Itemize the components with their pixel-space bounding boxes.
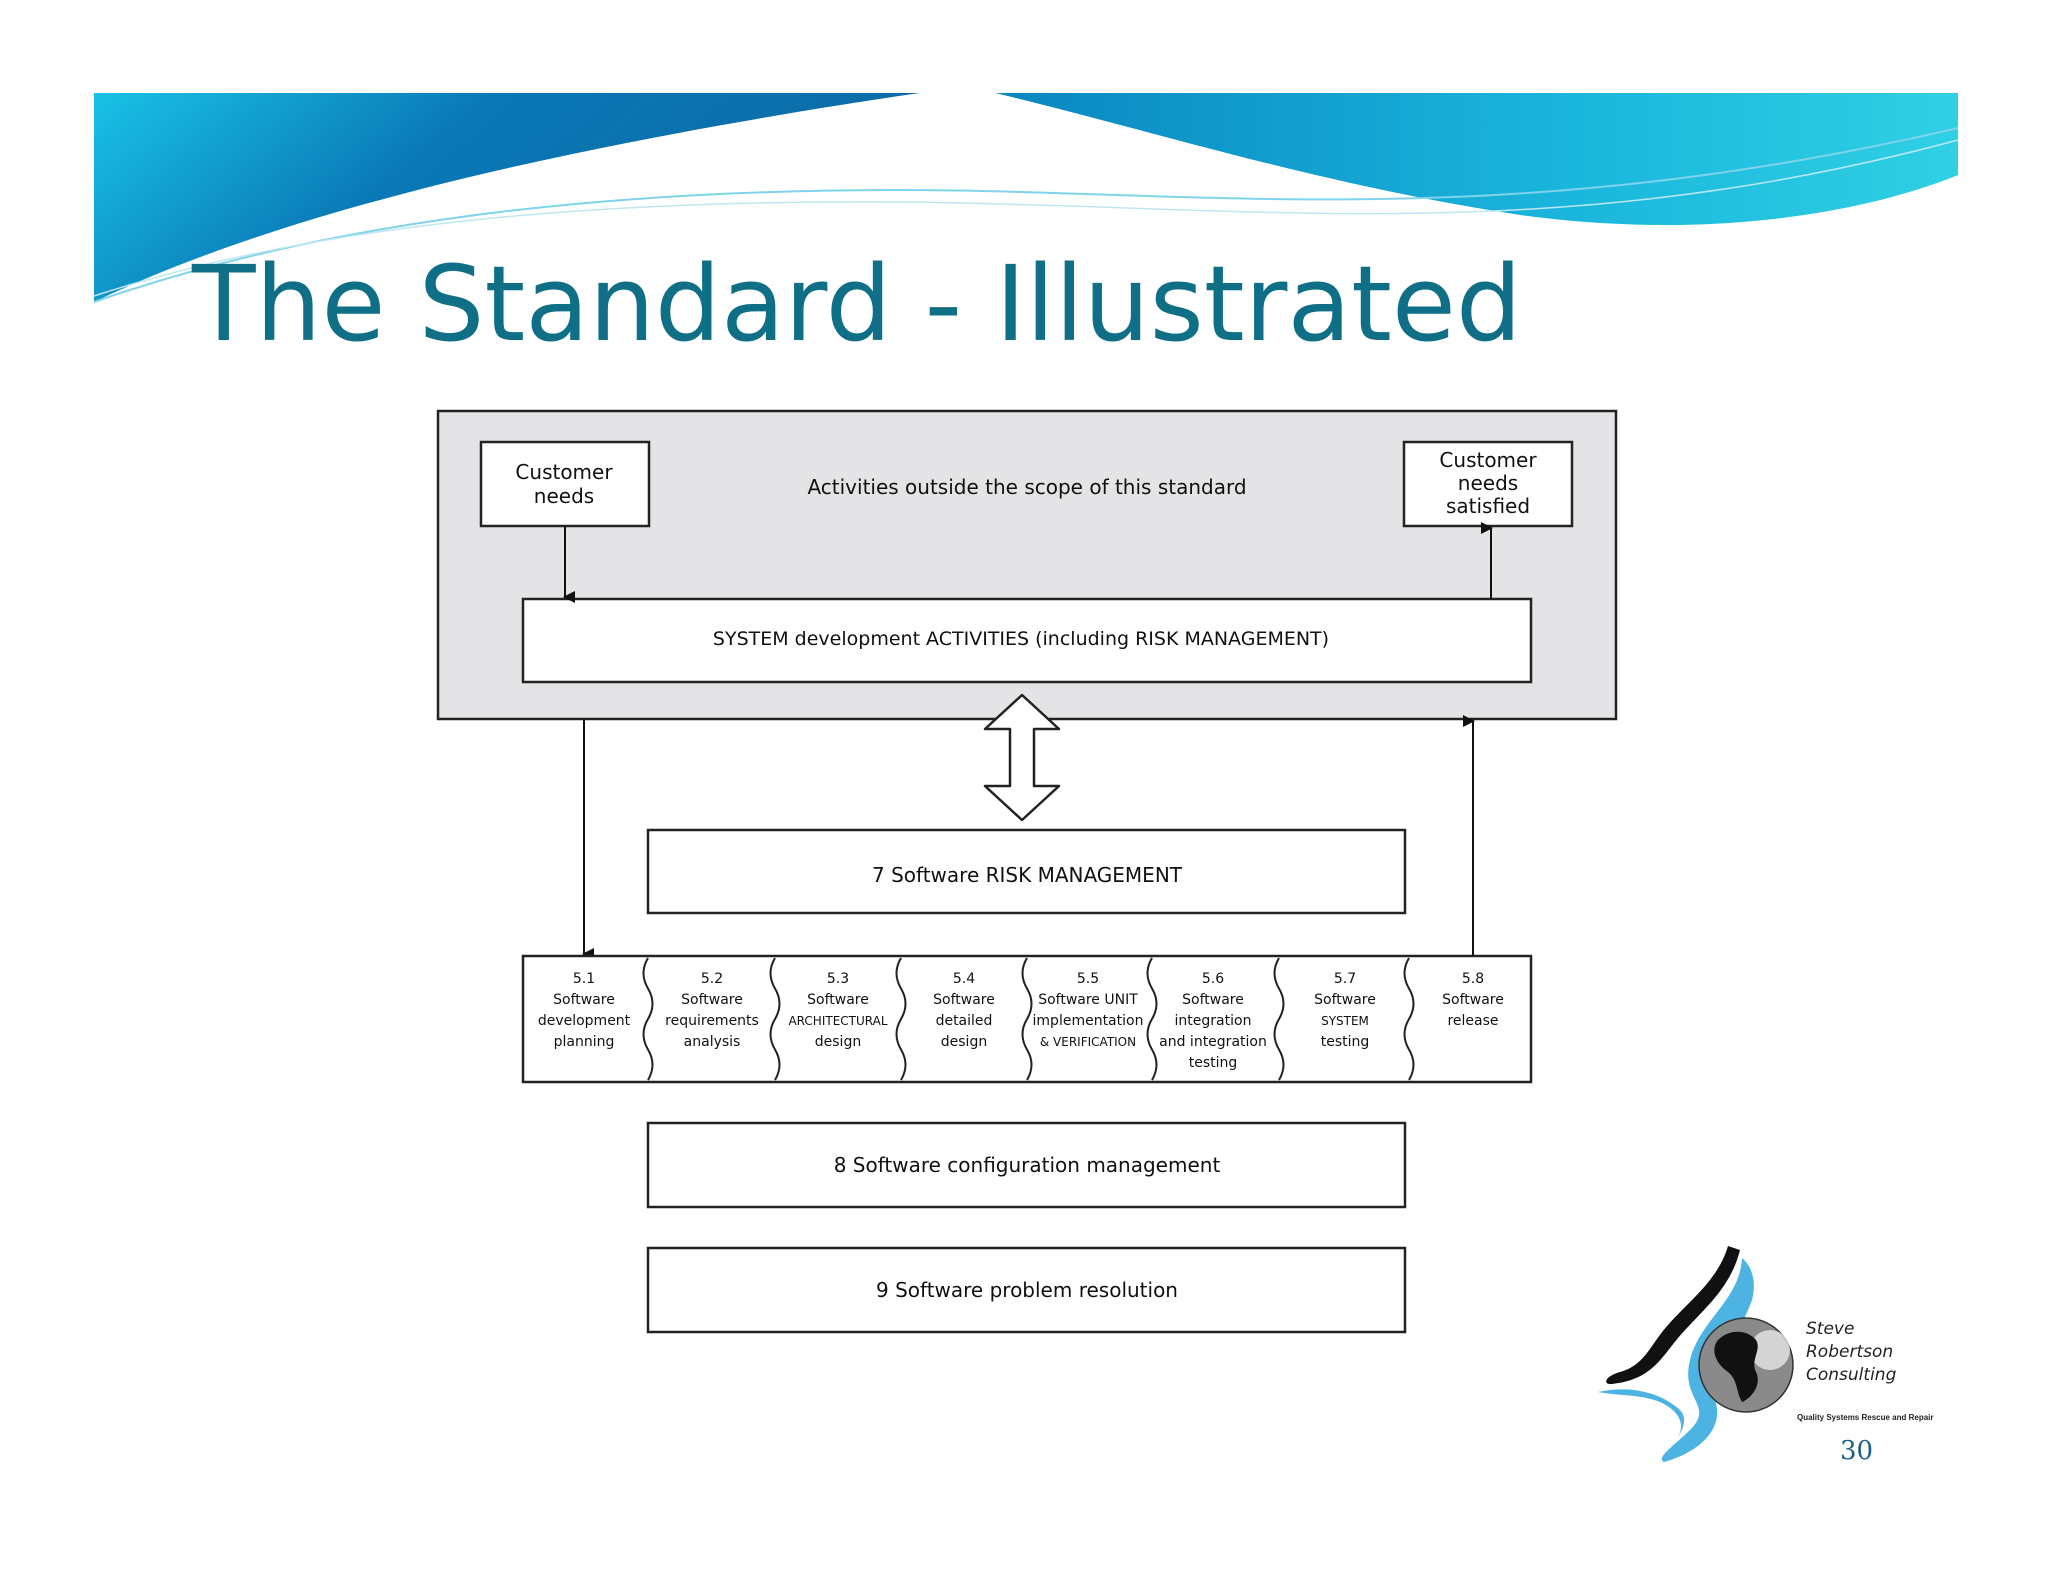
customer-satisfied-line-3: satisfied (1446, 494, 1530, 518)
process-label-5.5: & VERIFICATION (1040, 1035, 1136, 1049)
process-label-5.6: integration (1175, 1013, 1252, 1029)
process-label-5.3: Software (807, 992, 869, 1008)
process-id-5.3: 5.3 (827, 971, 849, 987)
process-divider (642, 957, 654, 1081)
globe-continents (1714, 1331, 1758, 1402)
process-label-5.5: Software UNIT (1038, 992, 1138, 1008)
process-divider (1146, 957, 1158, 1081)
process-divider (895, 957, 907, 1081)
process-label-5.8: Software (1442, 992, 1504, 1008)
process-id-5.5: 5.5 (1077, 971, 1099, 987)
bidirectional-arrow-icon (983, 693, 1061, 822)
logo-line-steve: Steve (1806, 1319, 1855, 1339)
process-label-5.6: and integration (1159, 1034, 1267, 1050)
process-divider (1021, 957, 1033, 1081)
problem-resolution-label: 9 Software problem resolution (876, 1278, 1178, 1302)
process-label-5.7: testing (1321, 1034, 1370, 1050)
process-label-5.2: requirements (665, 1013, 759, 1029)
process-id-5.2: 5.2 (701, 971, 723, 987)
config-management-box (646, 1121, 1407, 1209)
process-label-5.7: Software (1314, 992, 1376, 1008)
process-divider (1403, 957, 1415, 1081)
slide-title: The Standard - Illustrated (192, 243, 1522, 365)
logo-blue-wave (1598, 1389, 1685, 1448)
process-divider (769, 957, 781, 1081)
header-wave-banner (93, 93, 1959, 303)
process-label-5.2: analysis (684, 1034, 741, 1050)
system-development-label: SYSTEM development ACTIVITIES (including… (713, 628, 1329, 650)
globe-highlight (1750, 1330, 1790, 1370)
process-id-5.8: 5.8 (1462, 971, 1484, 987)
customer-needs-line-2: needs (534, 484, 594, 508)
process-label-5.2: Software (681, 992, 743, 1008)
process-label-5.6: testing (1189, 1055, 1238, 1071)
problem-resolution-box (646, 1246, 1407, 1334)
process-id-5.1: 5.1 (573, 971, 595, 987)
process-label-5.7: SYSTEM (1321, 1014, 1369, 1028)
company-logo (1598, 1246, 1794, 1462)
process-label-5.1: development (538, 1013, 631, 1029)
process-label-5.1: Software (553, 992, 615, 1008)
logo-tagline: Quality Systems Rescue and Repair (1797, 1413, 1934, 1422)
system-development-box (521, 597, 1533, 684)
process-dividers (642, 957, 1415, 1081)
process-divider (1273, 957, 1285, 1081)
risk-management-box (646, 828, 1407, 915)
process-id-5.4: 5.4 (953, 971, 975, 987)
process-label-5.4: Software (933, 992, 995, 1008)
logo-black-swoosh (1606, 1246, 1740, 1385)
process-id-5.7: 5.7 (1334, 971, 1356, 987)
customer-satisfied-line-1: Customer (1439, 448, 1537, 472)
customer-needs-line-1: Customer (515, 460, 613, 484)
outside-scope-label: Activities outside the scope of this sta… (807, 475, 1246, 499)
process-label-5.3: ARCHITECTURAL (788, 1014, 887, 1028)
process-label-5.4: design (941, 1034, 987, 1050)
process-id-5.6: 5.6 (1202, 971, 1224, 987)
config-management-label: 8 Software configuration management (834, 1153, 1221, 1177)
process-label-5.8: release (1447, 1013, 1498, 1029)
logo-line-robertson: Robertson (1806, 1342, 1894, 1362)
process-label-5.3: design (815, 1034, 861, 1050)
customer-satisfied-line-2: needs (1458, 471, 1518, 495)
process-label-5.5: implementation (1033, 1013, 1144, 1029)
page-number: 30 (1840, 1436, 1874, 1466)
process-label-5.6: Software (1182, 992, 1244, 1008)
risk-management-label: 7 Software RISK MANAGEMENT (872, 863, 1183, 887)
process-label-5.4: detailed (936, 1013, 993, 1029)
logo-line-consulting: Consulting (1806, 1365, 1897, 1385)
customer-needs-box (479, 440, 651, 528)
process-label-5.1: planning (554, 1034, 615, 1050)
logo-name: Steve Robertson Consulting (1806, 1318, 1896, 1387)
